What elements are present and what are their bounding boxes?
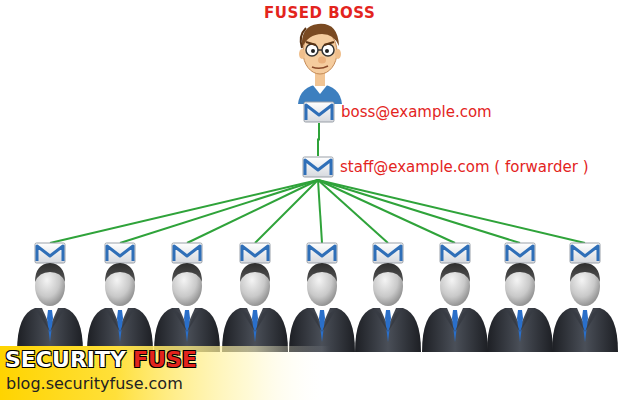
mail-icon — [303, 101, 335, 123]
forward-lines — [50, 180, 585, 243]
logo-word: FUSE — [133, 347, 197, 372]
mail-address-node: boss@example.com — [303, 101, 492, 123]
logo-banner — [0, 346, 330, 400]
mail-icon — [302, 156, 334, 178]
email-address: staff@example.com ( forwarder ) — [340, 158, 589, 176]
url-label: blog.securityfuse.com — [6, 374, 183, 393]
title-label: FUSED BOSS — [264, 4, 375, 22]
staff-envelopes — [35, 243, 600, 263]
logo-word: SECURITY — [5, 347, 126, 372]
mail-address-node: staff@example.com ( forwarder ) — [302, 156, 589, 178]
email-address: boss@example.com — [341, 103, 492, 121]
boss-cartoon — [298, 24, 342, 104]
connector — [318, 123, 319, 156]
staff-people — [17, 263, 618, 352]
